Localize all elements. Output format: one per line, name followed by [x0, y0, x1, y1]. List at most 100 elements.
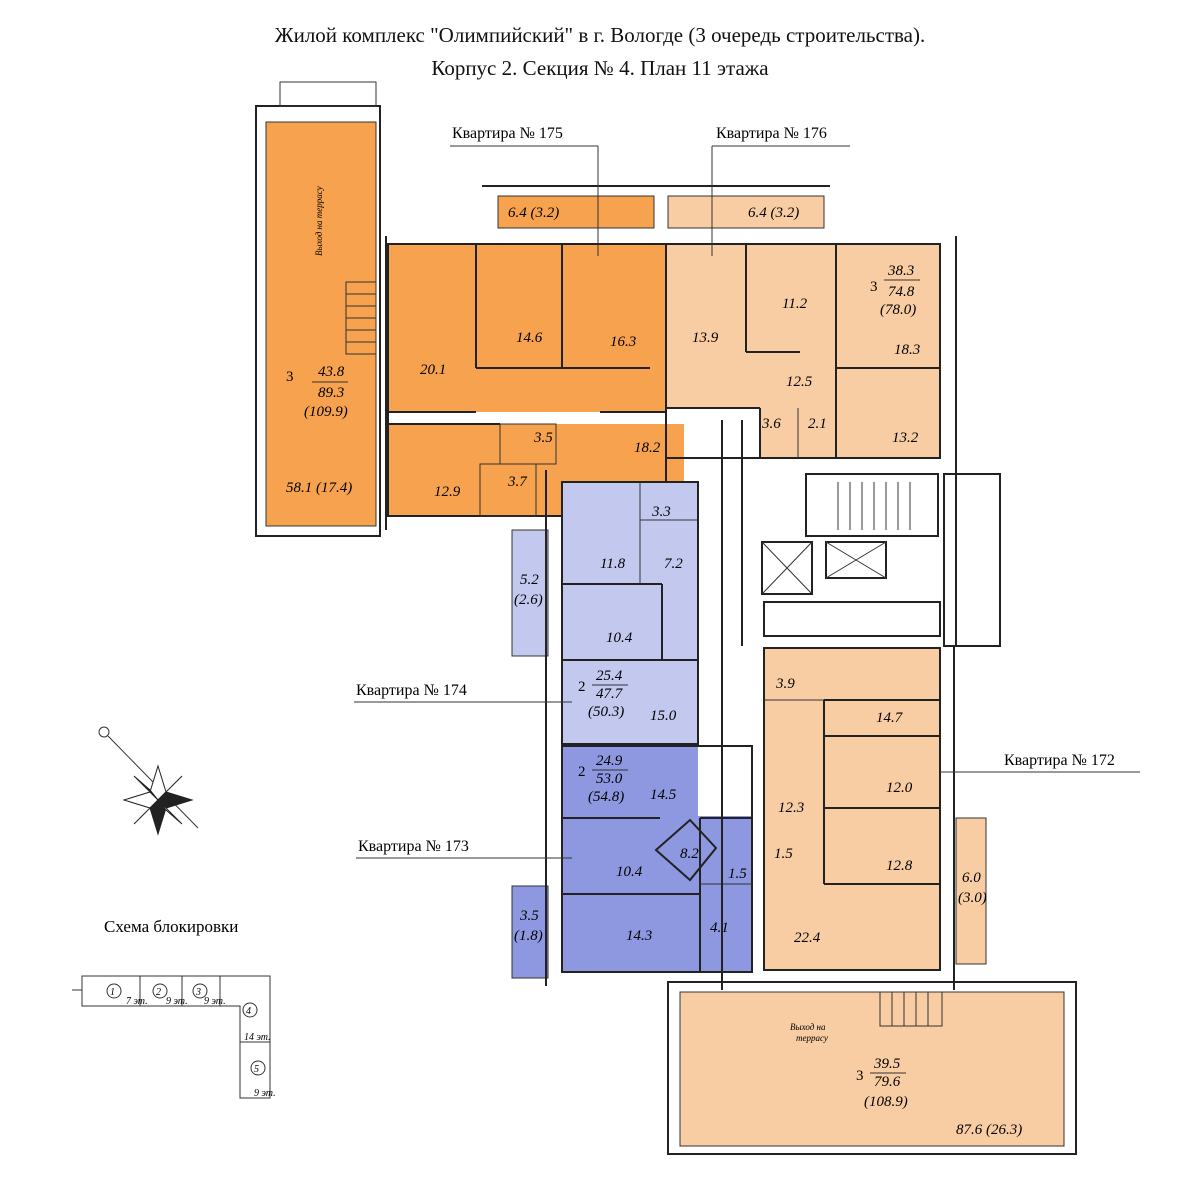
schema-section-3: 3 — [195, 987, 201, 998]
apt-175-rooms: 3 — [286, 369, 294, 385]
balcony-174-area: 5.2 — [520, 572, 539, 588]
apt-176-total-balcony: (78.0) — [880, 302, 916, 318]
apartment-174[interactable] — [511, 481, 699, 745]
terrace-172-note-2: террасу — [796, 1033, 828, 1043]
plan-title-line-1: Жилой комплекс "Олимпийский" в г. Вологд… — [274, 23, 926, 47]
apartment-176-label: Квартира № 176 — [716, 125, 827, 142]
apartment-174-main — [562, 482, 698, 744]
apartment-173[interactable] — [511, 745, 753, 979]
apt-176-living: 38.3 — [887, 263, 914, 279]
schema-floors-3: 9 эт. — [204, 996, 226, 1007]
terrace-stair-172 — [879, 991, 943, 1027]
terrace-172-area: 87.6 (26.3) — [956, 1122, 1022, 1138]
wc-172-area: 1.5 — [774, 846, 793, 862]
apt-172-total: 79.6 — [874, 1074, 901, 1090]
apt-172-total-balcony: (108.9) — [864, 1094, 908, 1110]
room-175-3-area: 12.9 — [434, 484, 461, 500]
apartment-172[interactable] — [667, 647, 1077, 1155]
apt-173-rooms: 2 — [578, 764, 586, 780]
apt-175-total: 89.3 — [318, 385, 344, 401]
room-174-1-area: 10.4 — [606, 630, 633, 646]
bath-172-area: 3.9 — [775, 676, 795, 692]
terrace-175-note: Выход на террасу — [314, 186, 324, 256]
schema-floors-5: 9 эт. — [254, 1088, 276, 1099]
apt-174-total-balcony: (50.3) — [588, 704, 624, 720]
schema-floors-4: 14 эт. — [244, 1032, 271, 1043]
room-172-1-area: 14.7 — [876, 710, 904, 726]
apt-172-rooms: 3 — [856, 1068, 864, 1084]
hall-174-area: 7.2 — [664, 556, 683, 572]
balcony-172-reduced: (3.0) — [958, 890, 987, 906]
wc-176-area: 2.1 — [808, 416, 827, 432]
kitchen-176-area: 13.2 — [892, 430, 919, 446]
schema-floors-2: 9 эт. — [166, 996, 188, 1007]
apt-175-living: 43.8 — [318, 364, 345, 380]
balcony-175-area: 6.4 (3.2) — [508, 205, 559, 221]
stair-elevator-core — [761, 473, 1001, 647]
apt-173-total: 53.0 — [596, 771, 623, 787]
apt-173-total-balcony: (54.8) — [588, 789, 624, 805]
apartment-173-label: Квартира № 173 — [358, 838, 469, 855]
apartment-175[interactable] — [255, 81, 684, 537]
balcony-176-area: 6.4 (3.2) — [748, 205, 799, 221]
balcony-172-area: 6.0 — [962, 870, 981, 886]
schema-section-2: 2 — [156, 987, 161, 998]
apartment-175-main — [388, 244, 666, 412]
kitchen-174-area: 11.8 — [600, 556, 626, 572]
apartment-173-wet — [698, 816, 752, 972]
apt-175-total-balcony: (109.9) — [304, 404, 348, 420]
apt-174-rooms: 2 — [578, 679, 586, 695]
terrace-175 — [266, 122, 376, 526]
apartment-176[interactable] — [665, 195, 941, 459]
compass-rose — [98, 726, 199, 836]
balcony-173-reduced: (1.8) — [514, 928, 543, 944]
outer-walls — [256, 185, 957, 990]
wc-175-area: 3.7 — [507, 474, 528, 490]
apt-174-total: 47.7 — [596, 686, 624, 702]
apartment-173-main — [562, 746, 698, 972]
balcony-172 — [956, 818, 986, 964]
schema-floors-1: 7 эт. — [126, 996, 148, 1007]
room-175-1-area: 14.6 — [516, 330, 543, 346]
kitchen-172-area: 22.4 — [794, 930, 821, 946]
room-176-2-area: 11.2 — [782, 296, 808, 312]
room-175-2-area: 16.3 — [610, 334, 636, 350]
apt-174-living: 25.4 — [596, 668, 623, 684]
room-173-1-area: 14.5 — [650, 787, 677, 803]
apt-172-living: 39.5 — [873, 1056, 901, 1072]
bath-173-area: 4.1 — [710, 920, 729, 936]
terrace-175-area: 58.1 (17.4) — [286, 480, 352, 496]
room-173-2-area: 10.4 — [616, 864, 643, 880]
apt-176-rooms: 3 — [870, 279, 878, 295]
apartment-175-label: Квартира № 175 — [452, 125, 563, 142]
terrace-172 — [680, 992, 1064, 1146]
balcony-175 — [498, 196, 654, 228]
terrace-172-outline — [667, 981, 1077, 1155]
room-176-3-area: 18.3 — [894, 342, 920, 358]
room-176-1-area: 13.9 — [692, 330, 719, 346]
apt-176-total: 74.8 — [888, 284, 915, 300]
balcony-174 — [512, 530, 548, 656]
balcony-176 — [668, 196, 824, 228]
balcony-174-reduced: (2.6) — [514, 592, 543, 608]
hall-175-area: 18.2 — [634, 440, 661, 456]
room-174-2-area: 15.0 — [650, 708, 677, 724]
kitchen-173-area: 14.3 — [626, 928, 652, 944]
apt-173-living: 24.9 — [596, 753, 623, 769]
terrace-stair-175 — [345, 281, 377, 355]
plan-title-line-2: Корпус 2. Секция № 4. План 11 этажа — [431, 56, 769, 80]
blocking-schema: 1 2 3 4 5 7 эт. 9 эт. 9 эт. 14 эт. 9 эт. — [72, 975, 276, 1099]
terrace-172-note-1: Выход на — [790, 1022, 826, 1032]
schema-section-5: 5 — [254, 1064, 259, 1075]
bath-174-area: 3.3 — [651, 504, 671, 520]
bath-175-area: 3.5 — [533, 430, 553, 446]
wc-173-area: 1.5 — [728, 866, 747, 882]
apartment-174-label: Квартира № 174 — [356, 682, 467, 699]
hall-176-area: 12.5 — [786, 374, 813, 390]
balcony-173-area: 3.5 — [519, 908, 539, 924]
schema-section-1: 1 — [110, 987, 115, 998]
balcony-173 — [512, 886, 548, 978]
hall-173-area: 8.2 — [680, 846, 699, 862]
apartment-176-west — [666, 244, 838, 408]
